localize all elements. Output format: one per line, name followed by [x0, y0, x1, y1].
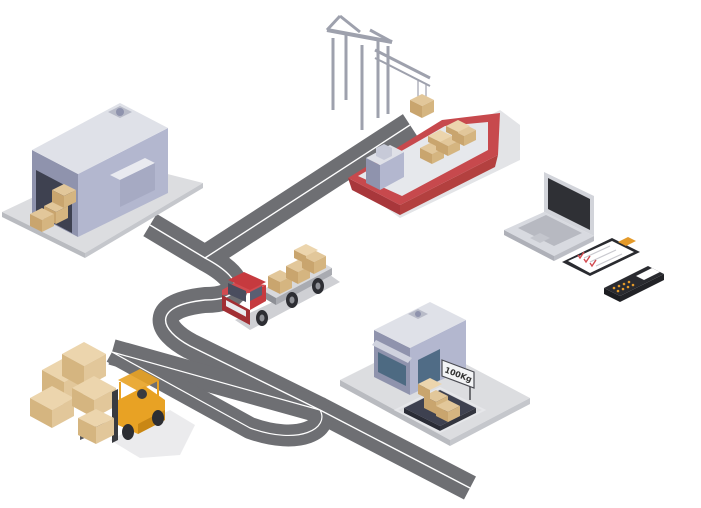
pallet-box-stack	[30, 342, 116, 428]
warehouse-wall-panel	[120, 163, 155, 207]
ship-hull-front	[400, 155, 498, 215]
delivery-truck-icon	[222, 244, 340, 330]
ship-bridge-left	[366, 158, 380, 190]
depot-roof	[374, 302, 466, 348]
checklist-lines	[583, 245, 623, 267]
cargo-ship-icon	[348, 110, 520, 218]
warehouse-roof	[32, 103, 168, 174]
truck-hubcap	[289, 296, 295, 304]
check-marks	[577, 251, 597, 268]
ship-chimney	[376, 144, 392, 160]
depot-awning	[372, 340, 412, 363]
forklift-shadow	[110, 410, 195, 458]
forklift-wheel	[122, 424, 134, 440]
warehouse-icon	[2, 103, 203, 258]
forklift-carried-box	[78, 409, 114, 444]
scale-boxes	[418, 378, 460, 422]
laptop-screen	[548, 178, 590, 230]
laptop-base-edge	[504, 230, 554, 261]
truck-hubcap	[315, 282, 321, 290]
crane-hanging-box	[410, 94, 434, 118]
road-centerline-lower	[111, 351, 323, 437]
clipboard-clip	[618, 237, 636, 246]
clipboard-checklist-icon	[562, 237, 640, 276]
ship-bridge-right	[380, 152, 404, 190]
terminal-body-edge	[604, 288, 620, 302]
laptop-icon	[504, 172, 594, 261]
ship-hull-side	[348, 178, 400, 215]
truck-cab-top	[228, 272, 266, 290]
terminal-keypad	[612, 280, 635, 293]
port-crane-icon	[325, 14, 431, 130]
depot-window	[378, 352, 406, 386]
warehouse-ground-edge-right	[85, 183, 203, 258]
truck-cargo-boxes	[268, 244, 326, 294]
card-terminal-icon	[604, 266, 664, 302]
warehouse-canopy	[110, 158, 155, 180]
scale-platform-right	[440, 408, 476, 432]
roof-fan	[116, 108, 124, 116]
forklift-driver	[137, 389, 147, 399]
truck-hubcap	[259, 314, 265, 322]
depot-ground-edge-left	[340, 380, 450, 446]
laptop-keyboard	[518, 215, 582, 246]
laptop-base-edge-right	[554, 236, 594, 261]
weight-sign	[441, 359, 475, 389]
laptop-trackpad	[530, 233, 550, 243]
warehouse-ground-edge	[2, 212, 85, 258]
terminal-body-edge-right	[620, 274, 664, 302]
truck-side-window	[250, 286, 262, 301]
truck-windshield	[228, 283, 246, 302]
warehouse-box-stack	[30, 184, 76, 232]
depot-fan	[415, 311, 421, 317]
ship-cargo-boxes	[420, 120, 476, 164]
forklift-wheel	[152, 410, 164, 426]
truck-grille	[226, 300, 246, 317]
forklift-icon	[78, 369, 195, 458]
terminal-screen	[636, 268, 660, 280]
depot-ground-edge-right	[450, 398, 530, 446]
scale-platform-left	[404, 408, 440, 432]
weigh-station-icon: 100Kg	[340, 302, 530, 446]
forklift-roof	[118, 369, 160, 391]
